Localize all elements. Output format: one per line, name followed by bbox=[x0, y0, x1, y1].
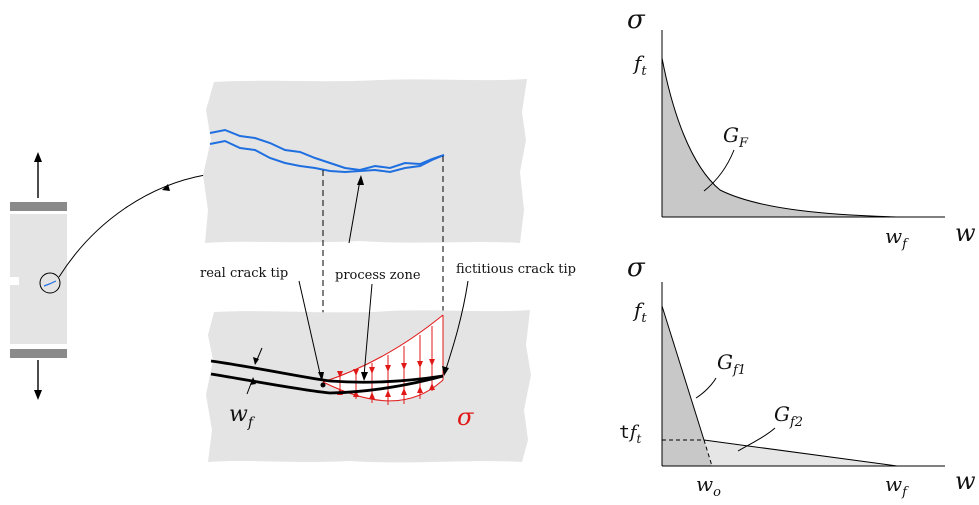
ft-label-top: ft bbox=[632, 51, 647, 79]
area-Gf1-lower bbox=[662, 440, 712, 466]
connector-arrow-icon bbox=[162, 184, 170, 191]
w-axis-label-bottom: w bbox=[955, 467, 976, 495]
fictitious-crack-tip-label: fictitious crack tip bbox=[456, 262, 576, 277]
opening-arrow-top-icon bbox=[253, 357, 259, 365]
stress-arrow-icon bbox=[369, 367, 375, 374]
leader-real-crack-tip bbox=[298, 280, 322, 379]
sigma-stress-label: σ bbox=[457, 403, 474, 431]
leader-fictitious-tip bbox=[444, 280, 469, 373]
stress-arrow-icon bbox=[429, 359, 435, 366]
leader-fictitious-tip-icon bbox=[442, 366, 449, 376]
stress-envelope-top bbox=[322, 314, 444, 383]
zoom-circle bbox=[39, 272, 61, 294]
stress-arrow-icon bbox=[369, 392, 375, 399]
stress-arrow-icon bbox=[385, 365, 391, 372]
stress-arrow-icon bbox=[401, 388, 407, 395]
softening-line-1 bbox=[661, 305, 705, 441]
real-crack-tip-dot bbox=[320, 382, 326, 388]
leader-real-tip-arrow-icon bbox=[318, 372, 324, 381]
specimen-crack bbox=[43, 280, 57, 287]
top-grip bbox=[10, 202, 67, 211]
softening-curve-exponential bbox=[661, 57, 898, 218]
stress-arrow-icon bbox=[417, 386, 423, 393]
wf-label-top: wf bbox=[885, 224, 909, 252]
arrow-down-icon bbox=[34, 390, 42, 400]
specimen bbox=[10, 152, 206, 400]
GF-label: GF bbox=[723, 123, 749, 151]
Gf1-leader bbox=[695, 377, 717, 399]
label-leaders bbox=[298, 175, 469, 381]
opening-arrow-bottom-icon bbox=[250, 377, 256, 385]
Gf2-leader bbox=[737, 427, 776, 452]
stress-arrow-icon bbox=[429, 383, 435, 390]
ft-label-bottom: ft bbox=[632, 298, 647, 326]
stress-arrow-icon bbox=[353, 390, 359, 397]
plot-top: σ w ft GF wf bbox=[627, 5, 976, 252]
leader-process-zone-up bbox=[348, 179, 361, 244]
tft-label: tft bbox=[619, 422, 642, 446]
material-region-top bbox=[203, 79, 527, 243]
zoom-connector bbox=[58, 174, 206, 278]
crack-lower-edge bbox=[209, 139, 445, 174]
wf-opening-label: wf bbox=[229, 402, 256, 431]
stress-arrow-icon bbox=[353, 369, 359, 376]
Gf2-label: Gf2 bbox=[774, 402, 803, 430]
plot-bottom: σ w ft tft Gf1 Gf2 wo wf bbox=[619, 253, 976, 500]
GF-leader bbox=[703, 149, 735, 192]
leader-process-zone-down-icon bbox=[361, 372, 368, 381]
wf-label-bottom: wf bbox=[885, 472, 909, 500]
stress-arrow-icon bbox=[401, 363, 407, 370]
Gf1-label: Gf1 bbox=[717, 350, 746, 378]
w0-label: wo bbox=[696, 472, 721, 500]
crack-upper-edge bbox=[209, 128, 445, 172]
zoom-block-top bbox=[203, 79, 527, 243]
dashed-w0 bbox=[703, 439, 713, 467]
specimen-body bbox=[10, 214, 67, 344]
bottom-grip bbox=[10, 349, 67, 358]
sigma-axis-label-bottom: σ bbox=[627, 253, 646, 283]
area-GF bbox=[662, 58, 897, 217]
specimen-notch bbox=[10, 277, 19, 285]
zoom-block-bottom bbox=[206, 310, 531, 463]
process-zone-label: process zone bbox=[335, 268, 421, 283]
sigma-axis-label-top: σ bbox=[627, 5, 646, 35]
real-crack-tip-label: real crack tip bbox=[200, 266, 288, 281]
stress-arrow-icon bbox=[337, 371, 343, 378]
leader-process-zone-down bbox=[363, 283, 373, 377]
leader-process-zone-up-icon bbox=[357, 175, 364, 185]
stress-arrow-icon bbox=[417, 361, 423, 368]
stress-arrow-icon bbox=[385, 390, 391, 397]
softening-line-2 bbox=[703, 439, 898, 467]
crack-face-upper bbox=[210, 359, 444, 384]
arrow-up-icon bbox=[34, 152, 42, 162]
w-axis-label-top: w bbox=[955, 219, 976, 247]
